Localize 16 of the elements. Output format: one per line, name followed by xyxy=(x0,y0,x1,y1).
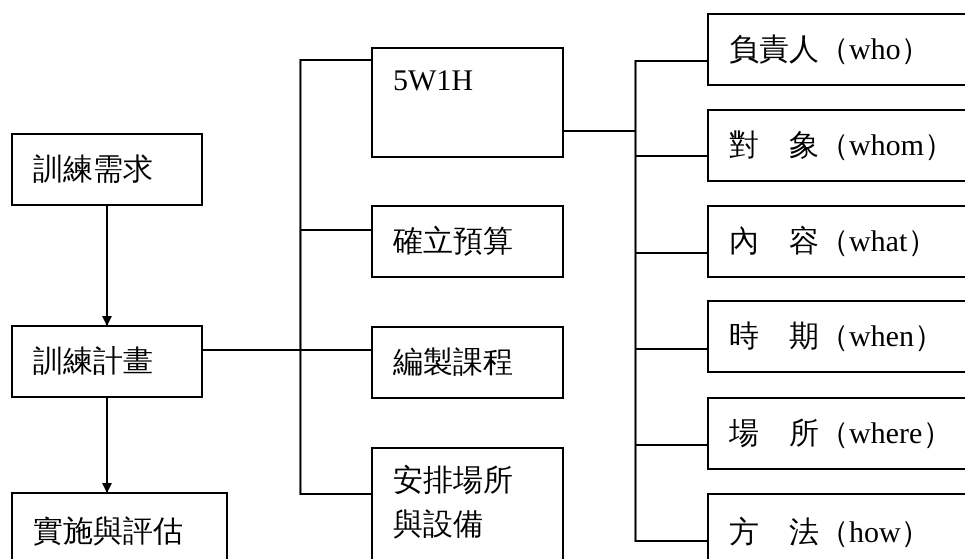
connector-line xyxy=(203,349,371,495)
process-box: 安排場所與設備 xyxy=(371,447,564,559)
process-box: 訓練計畫 xyxy=(11,325,203,398)
arrow xyxy=(102,398,112,493)
process-box: 訓練需求 xyxy=(11,133,203,206)
process-box: 對 象（whom） xyxy=(707,109,965,182)
process-box: 編製課程 xyxy=(371,326,564,399)
process-box: 5W1H xyxy=(371,47,564,158)
arrow xyxy=(102,206,112,326)
process-box: 實施與評估 xyxy=(11,492,228,559)
process-box: 場 所（where） xyxy=(707,397,965,470)
process-box: 確立預算 xyxy=(371,205,564,278)
process-box: 時 期（when） xyxy=(707,300,965,373)
process-box: 方 法（how） xyxy=(707,493,965,559)
process-box: 負責人（who） xyxy=(707,13,965,86)
process-box: 內 容（what） xyxy=(707,205,965,278)
